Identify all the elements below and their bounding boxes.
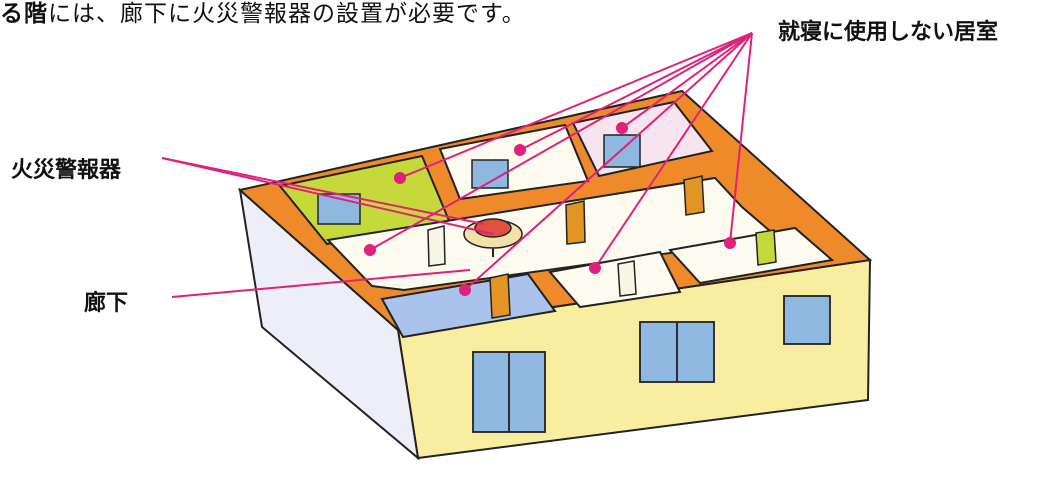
room-front-right <box>668 226 835 285</box>
header-bold: る階 <box>0 1 48 27</box>
label-unused-rooms: 就寝に使用しない居室 <box>778 20 999 45</box>
header-sentence: る階には、廊下に火災警報器の設置が必要です。 <box>0 0 526 28</box>
door-icon <box>427 175 777 319</box>
label-fire-alarm: 火災警報器 <box>11 158 122 183</box>
leader-lines <box>161 32 753 298</box>
room-front-left <box>380 272 557 339</box>
header-rest: には、廊下に火災警報器の設置が必要です。 <box>48 1 526 27</box>
room-front-mid <box>548 250 682 309</box>
leader-dots <box>364 122 736 296</box>
window-icon <box>472 295 831 433</box>
label-corridor: 廊下 <box>84 291 129 316</box>
